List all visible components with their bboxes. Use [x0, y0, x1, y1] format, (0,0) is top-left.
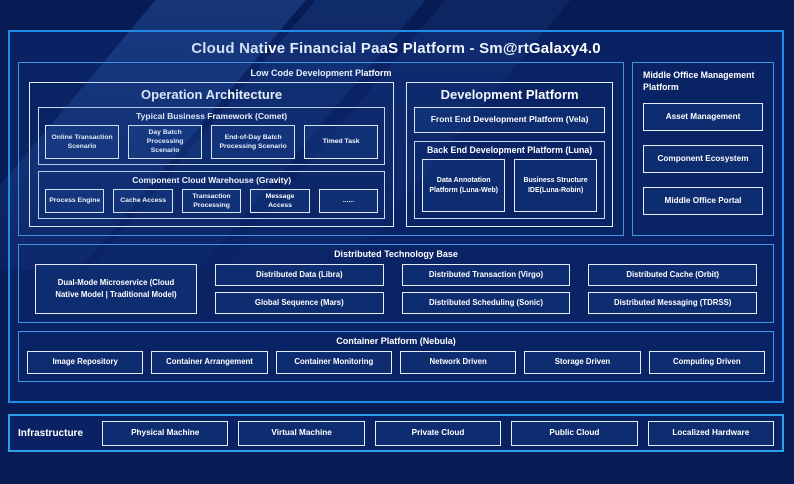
distributed-capability-box: Distributed Cache (Orbit) — [588, 264, 758, 286]
warehouse-component-box: Message Access — [250, 188, 310, 213]
middle-office-management-platform-section: Middle Office Management Platform Asset … — [632, 62, 774, 236]
business-scenario-box: Online Transaction Scenario — [45, 125, 120, 159]
warehouse-component-box: Process Engine — [45, 188, 105, 213]
back-end-tool-box: Business Structure IDE(Luna-Robin) — [514, 159, 597, 212]
typical-business-framework-group: Typical Business Framework (Comet) Onlin… — [38, 107, 386, 165]
distributed-capability-box: Global Sequence (Mars) — [215, 292, 384, 314]
front-end-platform-box: Front End Development Platform (Vela) — [414, 107, 605, 133]
distributed-capability-box: Distributed Messaging (TDRSS) — [588, 292, 758, 314]
distributed-capability-box: Distributed Scheduling (Sonic) — [401, 292, 571, 314]
infrastructure-item-box: Virtual Machine — [238, 420, 365, 446]
business-scenario-box: Day Batch Processing Scenario — [128, 125, 203, 159]
distributed-technology-base-section: Distributed Technology Base Dual-Mode Mi… — [18, 244, 774, 323]
container-capability-box: Container Arrangement — [151, 351, 268, 374]
operation-architecture-title: Operation Architecture — [141, 87, 283, 102]
middle-office-item-box: Middle Office Portal — [643, 186, 763, 215]
back-end-platform-group: Back End Development Platform (Luna) Dat… — [414, 141, 605, 219]
distributed-capability-box: Distributed Data (Libra) — [215, 264, 384, 286]
distributed-technology-base-title: Distributed Technology Base — [334, 249, 458, 259]
infrastructure-item-box: Localized Hardware — [647, 420, 775, 446]
low-code-development-platform-section: Low Code Development Platform Operation … — [18, 62, 624, 236]
component-cloud-warehouse-title: Component Cloud Warehouse (Gravity) — [132, 174, 292, 185]
infrastructure-bar: Infrastructure Physical Machine Virtual … — [8, 414, 784, 452]
container-platform-title: Container Platform (Nebula) — [336, 336, 456, 346]
infrastructure-item-box: Private Cloud — [374, 420, 502, 446]
warehouse-component-box: ...... — [318, 188, 379, 213]
business-scenario-box: End-of-Day Batch Processing Scenario — [211, 125, 296, 159]
warehouse-component-box: Transaction Processing — [181, 188, 242, 213]
distributed-column: Distributed Cache (Orbit) Distributed Me… — [588, 264, 758, 314]
container-capability-box: Storage Driven — [524, 351, 641, 374]
infrastructure-item-box: Public Cloud — [511, 420, 638, 446]
middle-office-item-box: Asset Management — [643, 102, 763, 131]
low-code-platform-title: Low Code Development Platform — [250, 68, 392, 78]
back-end-tool-box: Data Annotation Platform (Luna-Web) — [422, 159, 506, 212]
page-title: Cloud Native Financial PaaS Platform - S… — [191, 40, 601, 57]
container-capability-box: Network Driven — [399, 351, 517, 374]
distributed-column: Distributed Data (Libra) Global Sequence… — [215, 264, 384, 314]
development-platform-title: Development Platform — [440, 87, 579, 102]
business-scenario-box: Timed Task — [304, 125, 379, 159]
infrastructure-label: Infrastructure — [18, 427, 84, 439]
middle-office-item-box: Component Ecosystem — [643, 144, 763, 173]
diagram-content: Low Code Development Platform Operation … — [10, 62, 782, 382]
infrastructure-item-box: Physical Machine — [102, 420, 229, 446]
development-platform-section: Development Platform Front End Developme… — [406, 82, 613, 227]
component-cloud-warehouse-group: Component Cloud Warehouse (Gravity) Proc… — [38, 170, 386, 219]
platform-diagram-frame: Cloud Native Financial PaaS Platform - S… — [8, 30, 784, 403]
container-capability-box: Container Monitoring — [275, 351, 392, 374]
distributed-column: Distributed Transaction (Virgo) Distribu… — [401, 264, 571, 314]
container-capability-box: Image Repository — [27, 351, 144, 374]
dual-mode-microservice-box: Dual-Mode Microservice (Cloud Native Mod… — [35, 264, 197, 314]
container-capability-box: Computing Driven — [648, 351, 765, 374]
back-end-platform-title: Back End Development Platform (Luna) — [427, 145, 593, 155]
operation-architecture-section: Operation Architecture Typical Business … — [29, 82, 395, 227]
middle-office-platform-title: Middle Office Management Platform — [643, 70, 755, 93]
warehouse-component-box: Cache Access — [113, 188, 173, 213]
container-platform-section: Container Platform (Nebula) Image Reposi… — [18, 331, 774, 382]
typical-business-framework-title: Typical Business Framework (Comet) — [136, 111, 288, 121]
distributed-capability-box: Distributed Transaction (Virgo) — [401, 264, 571, 286]
